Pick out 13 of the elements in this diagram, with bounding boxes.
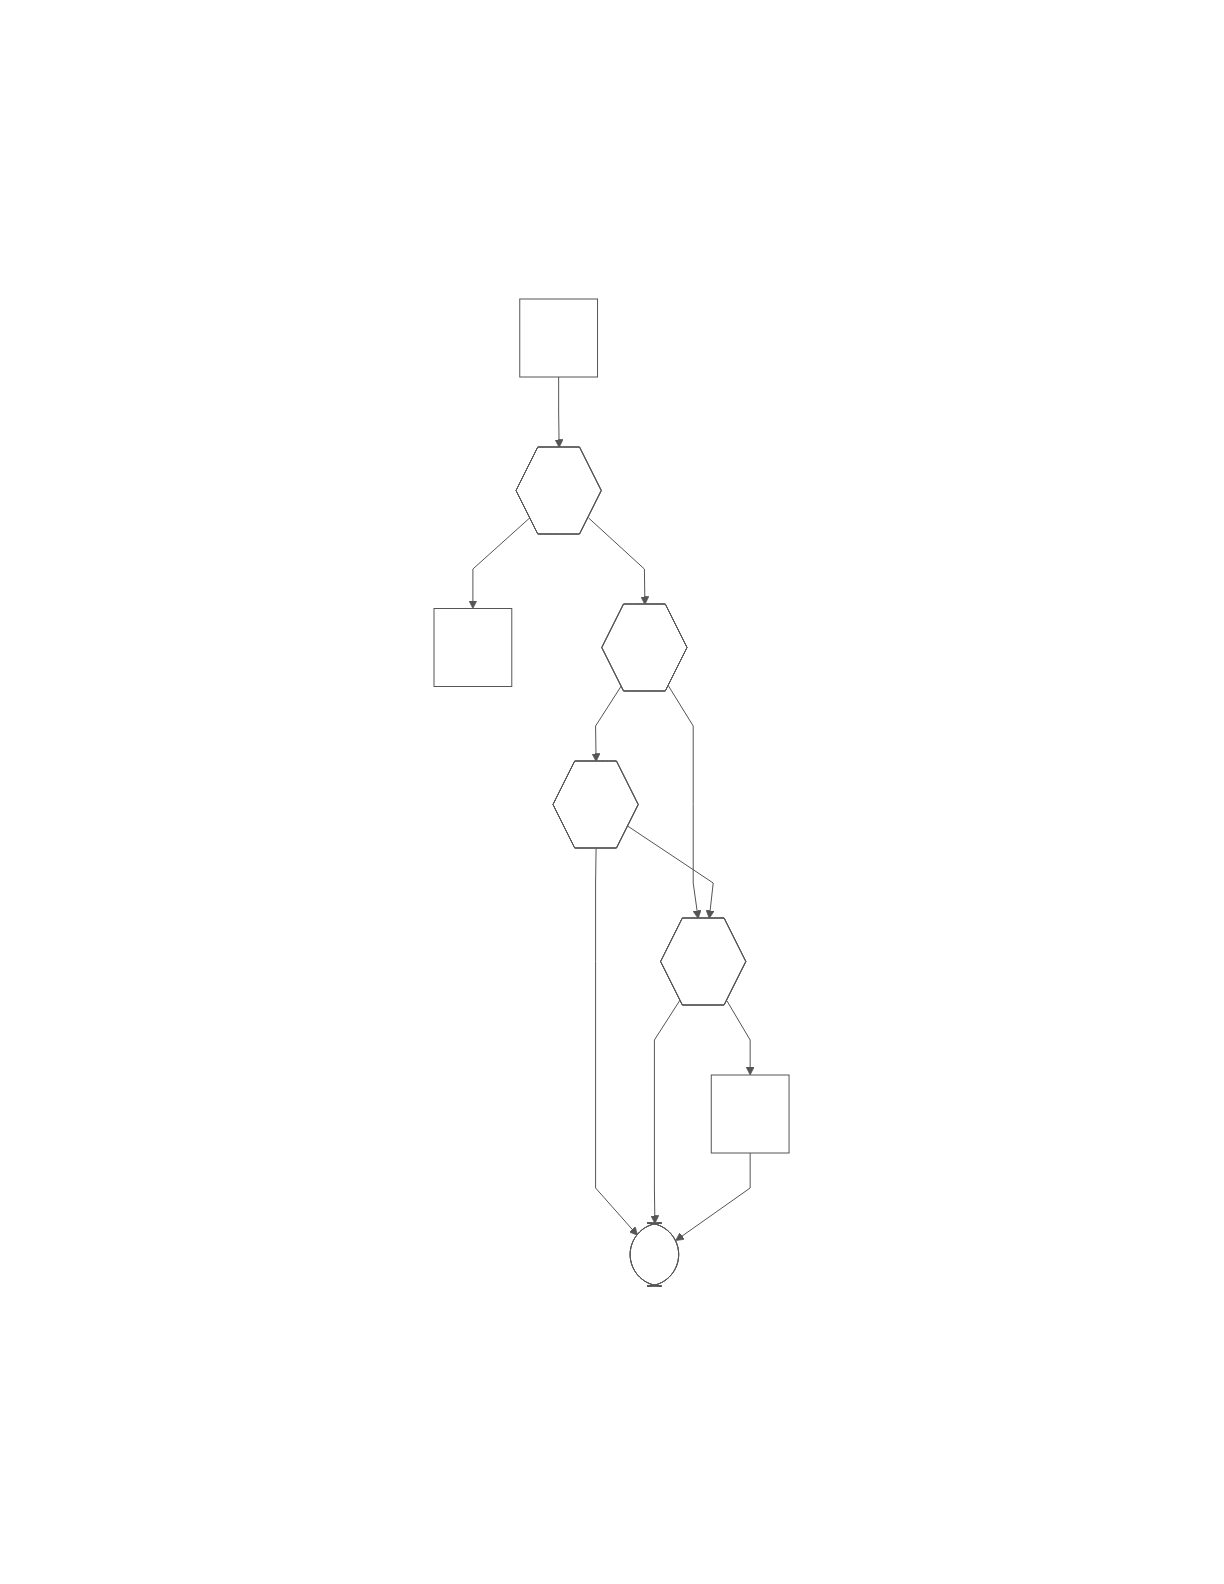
arrow: [650, 999, 682, 1224]
arrow: [588, 516, 650, 605]
arrow: [555, 376, 564, 448]
node-box: [711, 1074, 790, 1153]
arrow: [595, 847, 639, 1236]
node-box: [433, 607, 513, 687]
node-box: [519, 298, 599, 377]
arrow: [468, 516, 531, 609]
arrow: [675, 1152, 752, 1241]
arrow: [628, 825, 715, 919]
arrow: [668, 685, 702, 919]
arrow: [726, 999, 755, 1075]
arrow: [592, 685, 623, 762]
